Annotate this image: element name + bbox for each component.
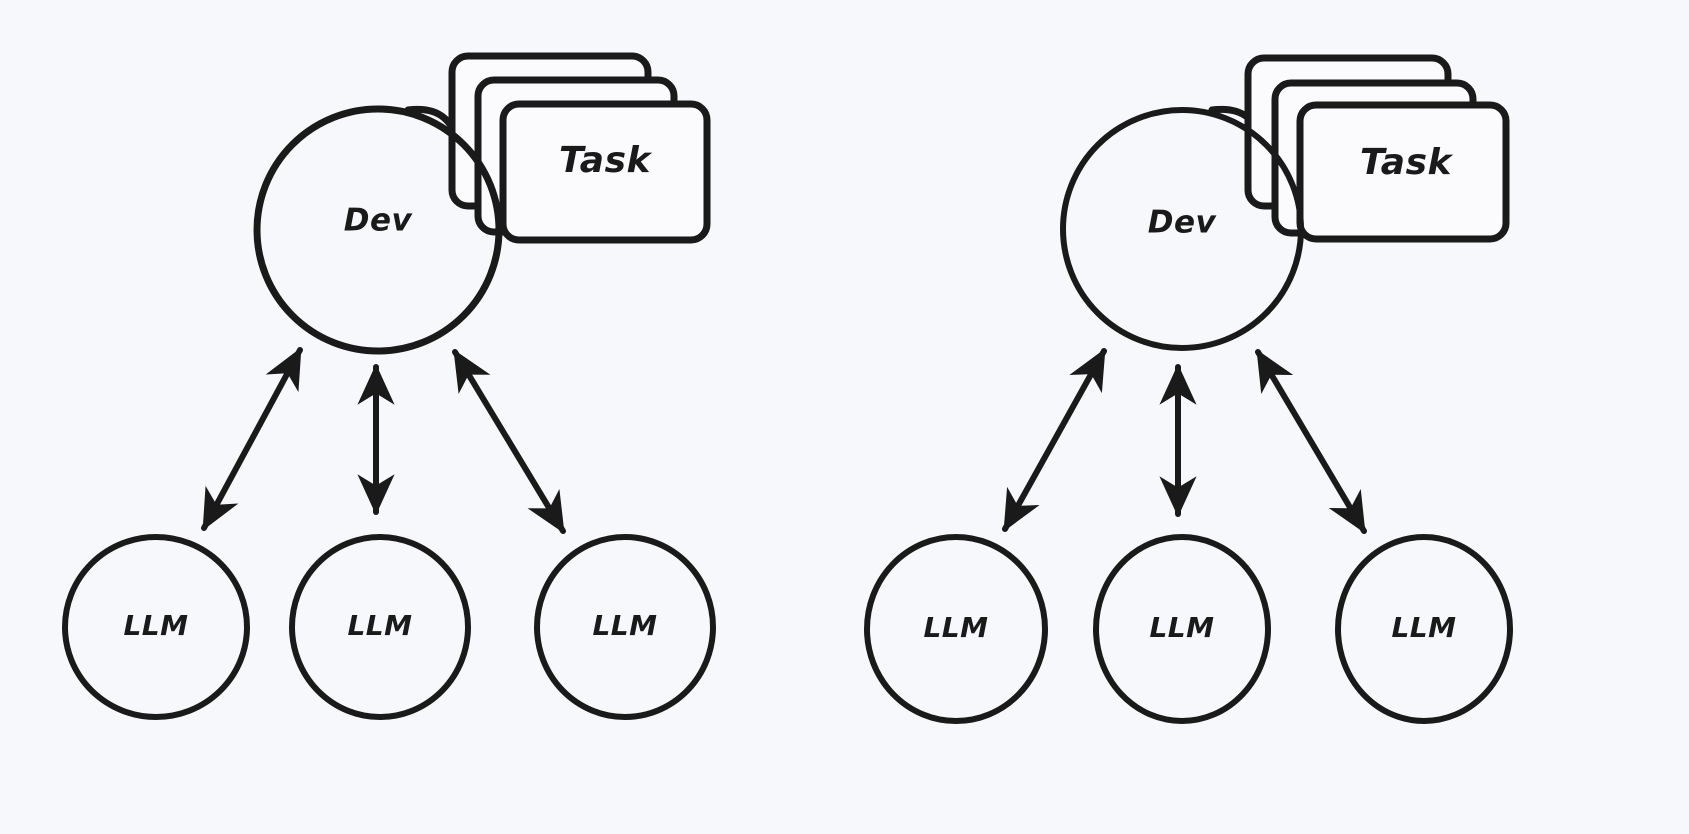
dev-llm-edges [1002, 348, 1367, 534]
task-card-stack[interactable]: Task [448, 52, 711, 244]
task-card-front[interactable] [499, 100, 711, 244]
llm-node-circle[interactable] [289, 534, 471, 720]
panel-left: Task Dev LLM LLM [62, 52, 716, 720]
dev-llm-edges [201, 347, 566, 534]
llm-node-circle[interactable] [62, 534, 250, 720]
llm-node-label: LLM [923, 611, 988, 644]
task-card-stack[interactable]: Task [1244, 54, 1510, 243]
panel-right: Task Dev LLM LLM LLM [864, 54, 1513, 724]
llm-node-2[interactable]: LLM [1093, 534, 1271, 724]
llm-node-2[interactable]: LLM [289, 534, 471, 720]
llm-node-3[interactable]: LLM [1335, 534, 1513, 724]
dev-node-label: Dev [1148, 205, 1218, 241]
edge-dev-llm-1 [201, 347, 303, 531]
llm-node-circle[interactable] [1093, 534, 1271, 724]
dev-node-label: Dev [344, 203, 414, 239]
llm-node-label: LLM [1149, 611, 1214, 644]
llm-node-3[interactable]: LLM [534, 534, 716, 720]
llm-node-1[interactable]: LLM [864, 534, 1048, 724]
llm-node-label: LLM [592, 609, 657, 642]
task-card-front[interactable] [1296, 101, 1510, 243]
llm-node-label: LLM [1391, 611, 1456, 644]
dev-node[interactable]: Dev [253, 105, 503, 355]
llm-node-label: LLM [123, 609, 188, 642]
edge-dev-llm-3 [1255, 349, 1367, 534]
edge-dev-llm-1 [1002, 348, 1107, 532]
task-card-label: Task [1360, 142, 1454, 183]
edge-dev-llm-3 [452, 349, 566, 534]
llm-node-label: LLM [347, 609, 412, 642]
llm-node-1[interactable]: LLM [62, 534, 250, 720]
dev-node-circle[interactable] [253, 105, 503, 355]
dev-node-circle[interactable] [1060, 107, 1304, 351]
llm-node-circle[interactable] [1335, 534, 1513, 724]
llm-node-circle[interactable] [864, 534, 1048, 724]
task-card-label: Task [559, 140, 653, 181]
dev-node[interactable]: Dev [1060, 107, 1304, 351]
llm-node-circle[interactable] [534, 534, 716, 720]
